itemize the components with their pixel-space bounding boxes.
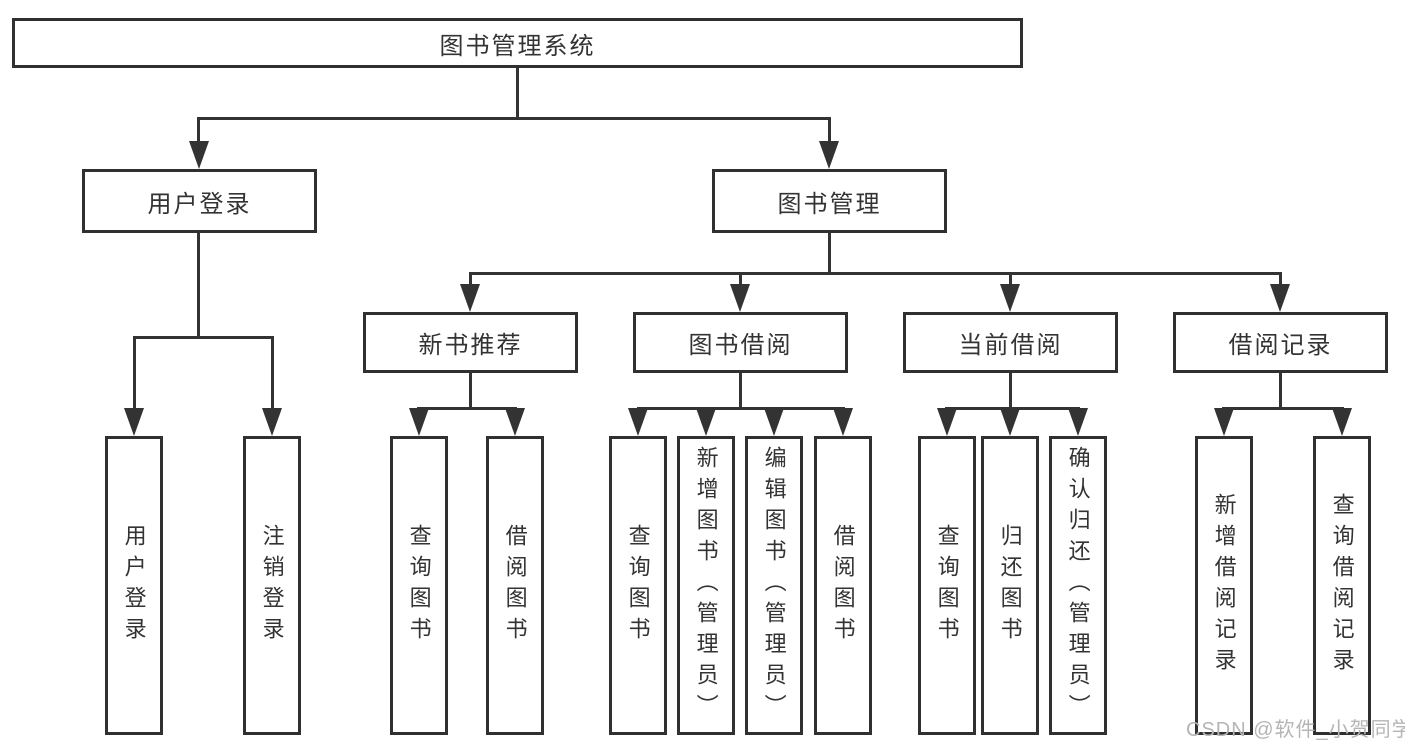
node-new-book-recommend: 新书推荐	[363, 312, 578, 373]
arrow-down-icon	[460, 284, 480, 312]
arrow-down-icon	[833, 408, 853, 436]
leaf-edit-books-admin: 编辑图书（管理员）	[745, 436, 803, 735]
leaf-return-books: 归还图书	[981, 436, 1039, 735]
leaf-label: 确认归还（管理员）	[1065, 446, 1091, 725]
node-book-borrowing: 图书借阅	[633, 312, 848, 373]
leaf-add-borrow-record: 新增借阅记录	[1195, 436, 1253, 735]
leaf-label: 借阅图书	[830, 523, 856, 648]
leaf-label: 编辑图书（管理员）	[761, 446, 787, 725]
leaf-borrow-books-recommend: 借阅图书	[486, 436, 544, 735]
connector-line	[469, 272, 472, 286]
arrow-down-icon	[1000, 408, 1020, 436]
connector-line	[739, 373, 742, 409]
leaf-user-login: 用户登录	[105, 436, 163, 735]
arrow-down-icon	[764, 408, 784, 436]
arrow-down-icon	[937, 408, 957, 436]
connector-line	[1009, 373, 1012, 409]
connector-line	[1279, 373, 1282, 409]
connector-line	[197, 117, 831, 120]
arrow-down-icon	[1068, 408, 1088, 436]
connector-line	[516, 68, 519, 119]
node-current-borrowing: 当前借阅	[903, 312, 1118, 373]
arrow-down-icon	[189, 141, 209, 169]
node-borrowing-records: 借阅记录	[1173, 312, 1388, 373]
connector-line	[637, 407, 845, 410]
connector-line	[1009, 272, 1012, 286]
leaf-logout: 注销登录	[243, 436, 301, 735]
arrow-down-icon	[505, 408, 525, 436]
leaf-label: 注销登录	[259, 523, 285, 648]
leaf-add-books-admin: 新增图书（管理员）	[677, 436, 735, 735]
leaf-query-books-current: 查询图书	[918, 436, 976, 735]
arrow-down-icon	[819, 141, 839, 169]
leaf-query-books-borrowing: 查询图书	[609, 436, 667, 735]
connector-line	[133, 336, 136, 410]
leaf-borrow-books-borrowing: 借阅图书	[814, 436, 872, 735]
arrow-down-icon	[1214, 408, 1234, 436]
connector-line	[417, 407, 517, 410]
node-book-management: 图书管理	[712, 169, 947, 233]
arrow-down-icon	[262, 408, 282, 436]
connector-line	[469, 272, 1282, 275]
arrow-down-icon	[409, 408, 429, 436]
arrow-down-icon	[124, 408, 144, 436]
leaf-label: 新增图书（管理员）	[693, 446, 719, 725]
connector-line	[739, 272, 742, 286]
leaf-confirm-return-admin: 确认归还（管理员）	[1049, 436, 1107, 735]
arrow-down-icon	[696, 408, 716, 436]
arrow-down-icon	[730, 284, 750, 312]
arrow-down-icon	[1000, 284, 1020, 312]
leaf-label: 借阅图书	[502, 523, 528, 648]
leaf-label: 查询图书	[406, 523, 432, 648]
leaf-label: 查询借阅记录	[1329, 492, 1355, 679]
node-user-login: 用户登录	[82, 169, 317, 233]
connector-line	[197, 117, 200, 143]
leaf-query-books-recommend: 查询图书	[390, 436, 448, 735]
arrow-down-icon	[628, 408, 648, 436]
arrow-down-icon	[1270, 284, 1290, 312]
connector-line	[828, 117, 831, 143]
connector-line	[271, 336, 274, 410]
leaf-query-borrow-record: 查询借阅记录	[1313, 436, 1371, 735]
connector-line	[1279, 272, 1282, 286]
connector-line	[1222, 407, 1344, 410]
leaf-label: 查询图书	[625, 523, 651, 648]
node-library-management-system: 图书管理系统	[12, 18, 1023, 68]
leaf-label: 查询图书	[934, 523, 960, 648]
connector-line	[133, 336, 274, 339]
csdn-watermark: CSDN @软件_小贺同学	[1186, 719, 1405, 741]
arrow-down-icon	[1332, 408, 1352, 436]
leaf-label: 新增借阅记录	[1211, 492, 1237, 679]
leaf-label: 归还图书	[997, 523, 1023, 648]
connector-line	[197, 233, 200, 338]
connector-line	[469, 373, 472, 409]
connector-line	[828, 233, 831, 274]
leaf-label: 用户登录	[121, 523, 147, 648]
